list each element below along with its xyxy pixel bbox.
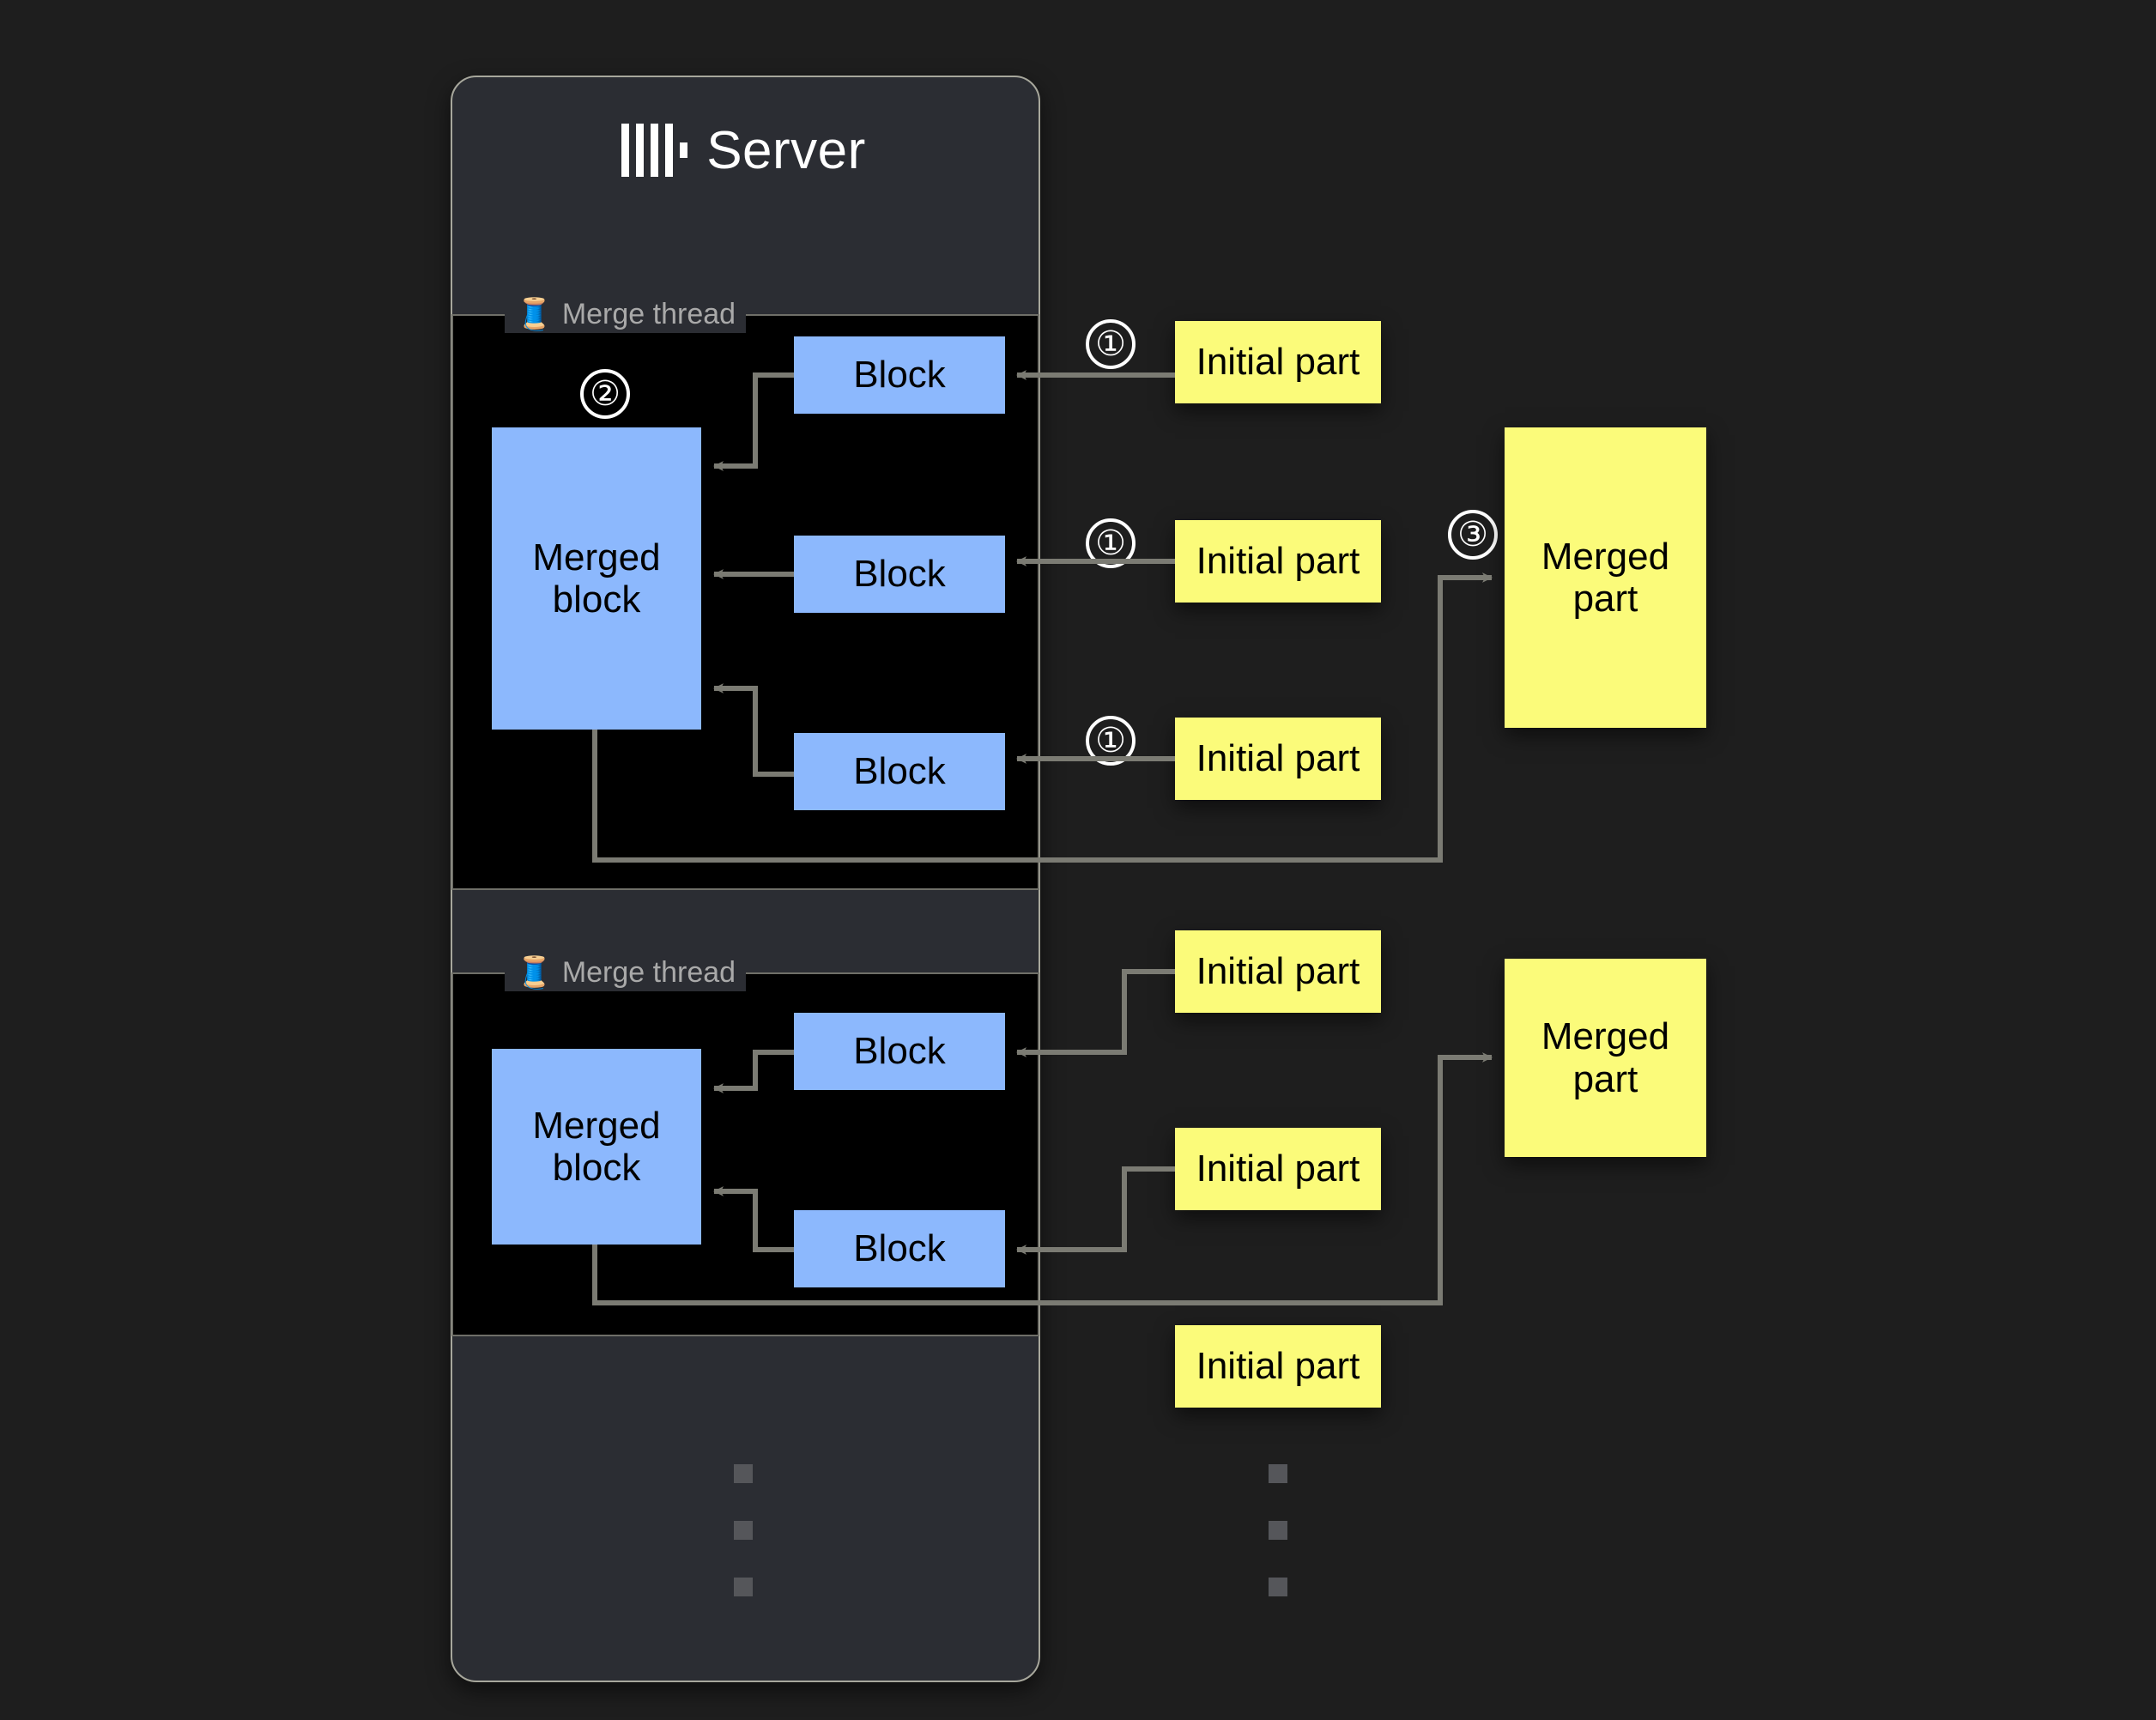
clickhouse-logo-icon [621,124,688,177]
thread-spool-icon: 🧵 [515,296,554,331]
merge-thread-label-1: 🧵 Merge thread [505,295,747,333]
merged-part-1: Merged part [1505,427,1706,728]
initial-part-2: Initial part [1175,520,1381,603]
step-marker-3: ③ [1448,510,1498,560]
initial-part-3: Initial part [1175,718,1381,800]
arrow-initialpart4-to-block [1016,969,1175,1057]
block-1-3: Block [794,733,1005,810]
block-2-1: Block [794,1013,1005,1090]
initial-part-1: Initial part [1175,321,1381,403]
step-marker-2: ② [580,369,630,419]
merge-thread-label-text: Merge thread [561,955,736,989]
step-marker-1-c: ① [1086,716,1136,766]
thread-spool-icon: 🧵 [515,954,554,990]
server-ellipsis-dot [734,1521,753,1540]
initial-part-6: Initial part [1175,1325,1381,1408]
block-1-1: Block [794,336,1005,414]
server-header: Server [451,112,1037,189]
parts-ellipsis-dot [1269,1521,1287,1540]
step-marker-1-b: ① [1086,518,1136,568]
server-ellipsis-dot [734,1578,753,1596]
step-marker-1-a: ① [1086,319,1136,369]
initial-part-4: Initial part [1175,930,1381,1013]
merge-thread-label-text: Merge thread [561,297,736,330]
server-ellipsis-dot [734,1464,753,1483]
merge-thread-label-2: 🧵 Merge thread [505,954,747,991]
block-1-2: Block [794,536,1005,613]
arrow-initialpart5-to-block [1016,1166,1175,1255]
parts-ellipsis-dot [1269,1464,1287,1483]
merged-block-2: Merged block [492,1049,701,1245]
block-2-2: Block [794,1210,1005,1287]
initial-part-5: Initial part [1175,1128,1381,1210]
merged-part-2: Merged part [1505,959,1706,1157]
server-title: Server [706,120,866,180]
merged-block-1: Merged block [492,427,701,730]
parts-ellipsis-dot [1269,1578,1287,1596]
